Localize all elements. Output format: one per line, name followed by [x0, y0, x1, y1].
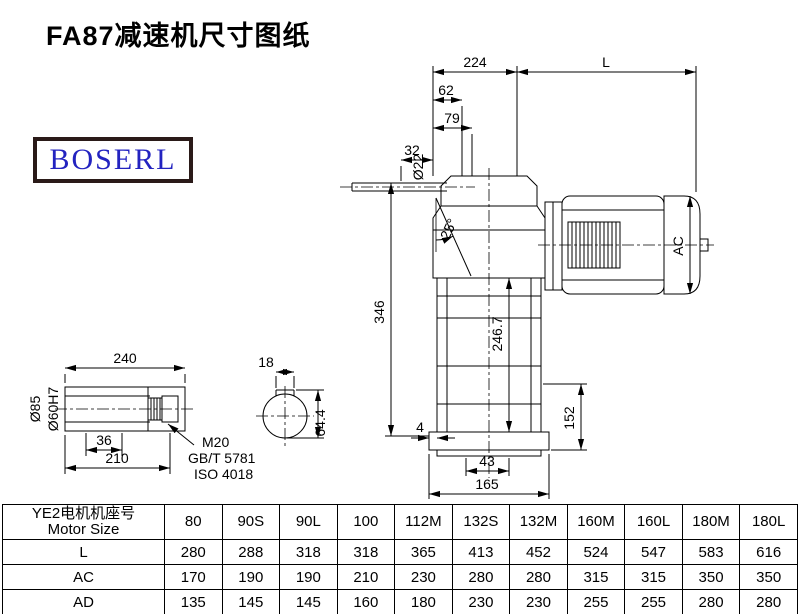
keyway-view-geometry: [256, 386, 314, 446]
value-cell: 547: [624, 539, 683, 565]
size-col-header: 90L: [279, 504, 338, 540]
value-cell: 190: [221, 564, 281, 590]
dim-210-label: 210: [105, 450, 129, 466]
dim-62-label: 62: [438, 82, 454, 98]
dim-36-label: 36: [96, 432, 112, 448]
motor-size-header-en: Motor Size: [47, 521, 120, 538]
size-col-header: 180L: [739, 504, 798, 540]
dim-246-7-label: 246.7: [489, 316, 505, 351]
size-col-header: 90S: [221, 504, 281, 540]
value-cell: 318: [279, 539, 338, 565]
value-cell: 280: [739, 589, 798, 614]
row-label-AD: AD: [2, 589, 165, 614]
note-m20: M20: [202, 434, 229, 450]
value-cell: 280: [164, 539, 223, 565]
dim-346-label: 346: [371, 300, 387, 324]
value-cell: 318: [336, 539, 396, 565]
shaft-view-dimensions: [64, 364, 186, 474]
dim-165-label: 165: [475, 476, 499, 492]
value-cell: 452: [509, 539, 568, 565]
value-cell: 524: [566, 539, 626, 565]
dim-L-label: L: [602, 54, 610, 70]
value-cell: 280: [681, 589, 741, 614]
value-cell: 288: [221, 539, 281, 565]
dim-43-label: 43: [479, 453, 495, 469]
value-cell: 145: [221, 589, 281, 614]
size-col-header: 180M: [681, 504, 741, 540]
size-col-header: 132M: [509, 504, 568, 540]
table-row-AD: AD 135 145 145 160 180 230 230 255 255 2…: [2, 589, 798, 614]
shaft-view-geometry: [55, 386, 195, 446]
value-cell: 280: [451, 564, 511, 590]
dim-64-4-label: 64.4: [312, 409, 328, 436]
keyway-view-labels: 18 64.4: [258, 354, 328, 437]
value-cell: 255: [566, 589, 626, 614]
dim-79-label: 79: [444, 110, 460, 126]
dim-4-label: 4: [416, 419, 424, 435]
dia-85-label: Ø85: [27, 396, 43, 423]
value-cell: 180: [394, 589, 453, 614]
dim-32-label: 32: [404, 142, 420, 158]
value-cell: 230: [394, 564, 453, 590]
size-col-header: 160M: [566, 504, 626, 540]
value-cell: 350: [739, 564, 798, 590]
value-cell: 583: [681, 539, 741, 565]
shaft-view-labels: 240 Ø85 Ø60H7 36 210 M20 GB/T 5781 ISO 4…: [27, 350, 256, 482]
dia-22-label: Ø22: [410, 154, 426, 181]
size-col-header: 160L: [624, 504, 683, 540]
size-col-header: 80: [164, 504, 223, 540]
value-cell: 210: [336, 564, 396, 590]
value-cell: 135: [164, 589, 223, 614]
angle-25-label: 25°: [437, 216, 460, 242]
value-cell: 365: [394, 539, 453, 565]
technical-drawing: 224 L 62 79 32 Ø22 25° 346 246.7 AC 152 …: [27, 54, 714, 499]
value-cell: 315: [624, 564, 683, 590]
main-view-geometry: [340, 168, 714, 478]
motor-size-table: YE2电机机座号 Motor Size 80 90S 90L 100 112M …: [2, 504, 798, 614]
value-cell: 160: [336, 589, 396, 614]
size-col-header: 132S: [451, 504, 511, 540]
row-label-AC: AC: [2, 564, 165, 590]
note-gbt5781: GB/T 5781: [188, 450, 256, 466]
value-cell: 190: [279, 564, 338, 590]
value-cell: 170: [164, 564, 223, 590]
main-view-labels: 224 L 62 79 32 Ø22 25° 346 246.7 AC 152 …: [371, 54, 686, 492]
value-cell: 255: [624, 589, 683, 614]
value-cell: 350: [681, 564, 741, 590]
motor-size-header-cn: YE2电机机座号: [31, 505, 136, 522]
dim-240-label: 240: [113, 350, 137, 366]
dim-AC-label: AC: [670, 236, 686, 255]
note-iso4018: ISO 4018: [194, 466, 253, 482]
boserl-logo-text: BOSERL: [49, 143, 177, 176]
boserl-logo: BOSERL: [33, 137, 193, 183]
page-title: FA87减速机尺寸图纸: [46, 21, 311, 51]
size-col-header: 112M: [394, 504, 453, 540]
dia-60H7-label: Ø60H7: [45, 387, 61, 432]
dim-224-label: 224: [463, 54, 487, 70]
table-row-L: L 280 288 318 318 365 413 452 524 547 58…: [2, 539, 798, 565]
main-view-dimensions: [385, 66, 697, 499]
value-cell: 616: [739, 539, 798, 565]
keyway-view-dimensions: [275, 368, 324, 439]
size-col-header: 100: [336, 504, 396, 540]
table-header-row: YE2电机机座号 Motor Size 80 90S 90L 100 112M …: [2, 504, 798, 540]
value-cell: 315: [566, 564, 626, 590]
value-cell: 413: [451, 539, 511, 565]
row-label-L: L: [2, 539, 165, 565]
value-cell: 230: [509, 589, 568, 614]
dim-152-label: 152: [561, 406, 577, 430]
dim-18-label: 18: [258, 354, 274, 370]
motor-size-header-cell: YE2电机机座号 Motor Size: [2, 504, 165, 540]
value-cell: 145: [279, 589, 338, 614]
value-cell: 230: [451, 589, 511, 614]
table-row-AC: AC 170 190 190 210 230 280 280 315 315 3…: [2, 564, 798, 590]
value-cell: 280: [509, 564, 568, 590]
